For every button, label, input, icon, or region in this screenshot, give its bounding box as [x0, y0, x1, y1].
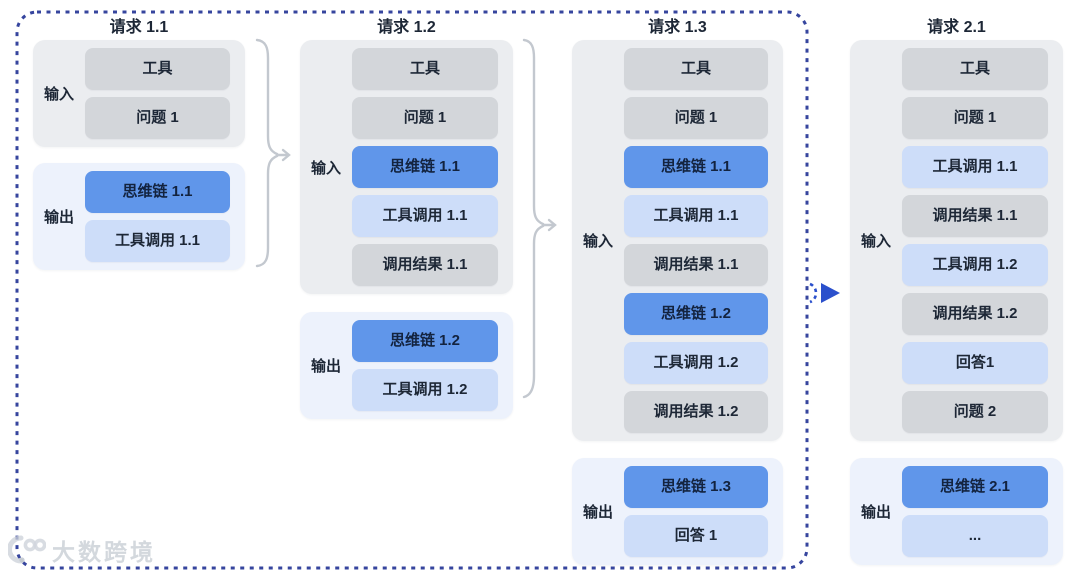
item-box-cot-1-1: 思维链 1.1 — [624, 146, 768, 188]
item-box-question-2: 问题 2 — [902, 391, 1048, 433]
watermark: 大数跨境 — [8, 533, 156, 567]
input-label: 输入 — [43, 86, 74, 103]
input-label: 输入 — [582, 233, 613, 250]
input-label: 输入 — [860, 233, 891, 250]
request-1-1-output-group: 输出 思维链 1.1 工具调用 1.1 — [33, 163, 245, 270]
dashed-arrow-icon — [809, 282, 840, 304]
brace-arrow-icon-1 — [255, 38, 291, 268]
item-box-cot-1-3: 思维链 1.3 — [624, 466, 768, 508]
item-box-cot-2-1: 思维链 2.1 — [902, 466, 1048, 508]
column-title-request-1-1: 请求 1.1 — [109, 19, 169, 36]
item-box-tools: 工具 — [902, 48, 1048, 90]
item-box-ellipsis: ... — [902, 515, 1048, 557]
item-box-tools: 工具 — [624, 48, 768, 90]
item-box-toolcall-1-1: 工具调用 1.1 — [624, 195, 768, 237]
item-box-cot-1-2: 思维链 1.2 — [624, 293, 768, 335]
input-items: 工具 问题 1 思维链 1.1 工具调用 1.1 调用结果 1.1 思维链 1.… — [624, 48, 768, 433]
item-box-result-1-1: 调用结果 1.1 — [902, 195, 1048, 237]
item-box-result-1-1: 调用结果 1.1 — [352, 244, 498, 286]
input-items: 工具 问题 1 — [85, 48, 230, 139]
output-items: 思维链 1.3 回答 1 — [624, 466, 768, 557]
input-label: 输入 — [310, 159, 341, 177]
request-1-2-input-group: 输入 工具 问题 1 思维链 1.1 工具调用 1.1 调用结果 1.1 — [300, 40, 513, 294]
item-box-cot-1-2: 思维链 1.2 — [352, 320, 498, 362]
watermark-logo — [8, 535, 46, 564]
output-items: 思维链 2.1 ... — [902, 466, 1048, 557]
brace-arrow-icon-2 — [522, 38, 557, 399]
request-2-1-input-group: 输入 工具 问题 1 工具调用 1.1 调用结果 1.1 工具调用 1.2 调用… — [850, 40, 1063, 441]
item-box-toolcall-1-2: 工具调用 1.2 — [352, 369, 498, 411]
request-1-2-output-group: 输出 思维链 1.2 工具调用 1.2 — [300, 312, 513, 419]
output-label: 输出 — [582, 504, 613, 521]
column-title-request-1-3: 请求 1.3 — [648, 19, 707, 36]
item-box-result-1-2: 调用结果 1.2 — [624, 391, 768, 433]
item-box-question-1: 问题 1 — [85, 97, 230, 139]
request-1-3-output-group: 输出 思维链 1.3 回答 1 — [572, 458, 783, 565]
item-box-answer-1: 回答 1 — [624, 515, 768, 557]
item-box-toolcall-1-1: 工具调用 1.1 — [85, 220, 230, 262]
item-box-toolcall-1-2: 工具调用 1.2 — [624, 342, 768, 384]
item-box-toolcall-1-1: 工具调用 1.1 — [902, 146, 1048, 188]
item-box-result-1-1: 调用结果 1.1 — [624, 244, 768, 286]
output-items: 思维链 1.1 工具调用 1.1 — [85, 171, 230, 262]
column-title-request-2-1: 请求 2.1 — [927, 19, 986, 36]
output-label: 输出 — [43, 209, 74, 226]
input-items: 工具 问题 1 思维链 1.1 工具调用 1.1 调用结果 1.1 — [352, 48, 498, 286]
item-box-question-1: 问题 1 — [352, 97, 498, 139]
request-1-1-input-group: 输入 工具 问题 1 — [33, 40, 245, 147]
input-items: 工具 问题 1 工具调用 1.1 调用结果 1.1 工具调用 1.2 调用结果 … — [902, 48, 1048, 433]
request-1-3-input-group: 输入 工具 问题 1 思维链 1.1 工具调用 1.1 调用结果 1.1 思维链… — [572, 40, 783, 441]
item-box-answer-1: 回答1 — [902, 342, 1048, 384]
item-box-question-1: 问题 1 — [624, 97, 768, 139]
item-box-cot-1-1: 思维链 1.1 — [352, 146, 498, 188]
output-label: 输出 — [860, 504, 891, 521]
item-box-result-1-2: 调用结果 1.2 — [902, 293, 1048, 335]
item-box-toolcall-1-2: 工具调用 1.2 — [902, 244, 1048, 286]
request-2-1-output-group: 输出 思维链 2.1 ... — [850, 458, 1063, 565]
item-box-cot-1-1: 思维链 1.1 — [85, 171, 230, 213]
output-items: 思维链 1.2 工具调用 1.2 — [352, 320, 498, 411]
item-box-toolcall-1-1: 工具调用 1.1 — [352, 195, 498, 237]
item-box-tools: 工具 — [85, 48, 230, 90]
item-box-tools: 工具 — [352, 48, 498, 90]
output-label: 输出 — [310, 358, 341, 375]
watermark-text: 大数跨境 — [52, 539, 156, 565]
column-title-request-1-2: 请求 1.2 — [377, 19, 436, 36]
item-box-question-1: 问题 1 — [902, 97, 1048, 139]
